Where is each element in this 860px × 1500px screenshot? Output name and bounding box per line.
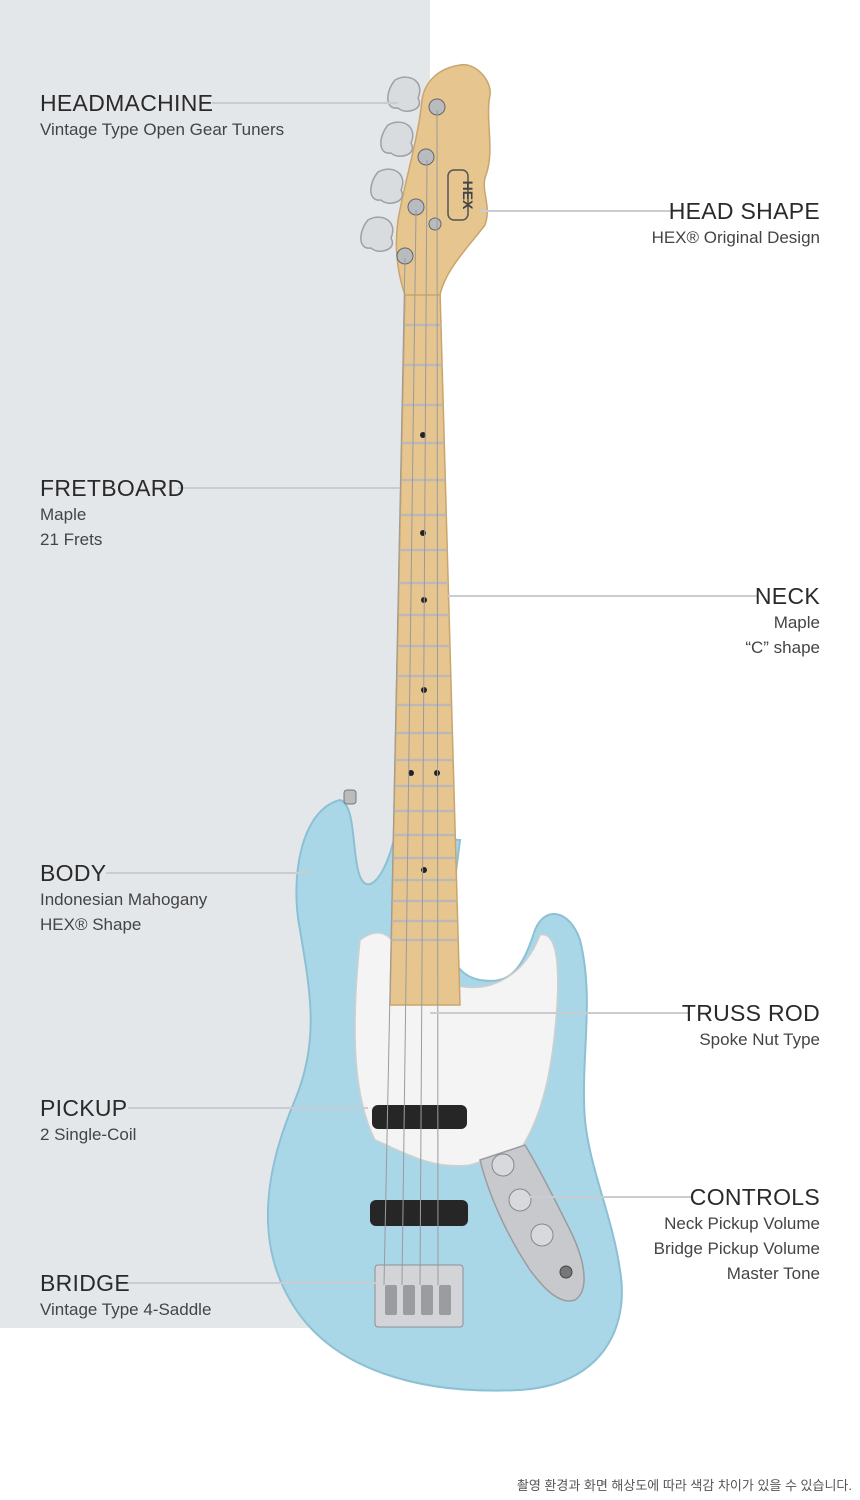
spec-bridge: BRIDGE Vintage Type 4-Saddle bbox=[40, 1269, 211, 1322]
spec-truss-rod: TRUSS ROD Spoke Nut Type bbox=[682, 999, 820, 1052]
spec-detail: Maple bbox=[40, 505, 87, 524]
spec-title: HEAD SHAPE bbox=[668, 198, 820, 224]
leader-line-truss-rod bbox=[430, 1012, 690, 1014]
spec-neck: NECK Maple “C” shape bbox=[745, 582, 820, 660]
leader-line-body bbox=[106, 872, 311, 874]
spec-detail: Neck Pickup Volume bbox=[664, 1214, 820, 1233]
spec-detail: HEX® Shape bbox=[40, 915, 142, 934]
spec-title: NECK bbox=[754, 583, 820, 609]
control-plate bbox=[479, 1144, 585, 1302]
spec-detail: Spoke Nut Type bbox=[699, 1030, 820, 1049]
spec-title: HEADMACHINE bbox=[40, 90, 214, 116]
spec-detail: Bridge Pickup Volume bbox=[653, 1239, 820, 1258]
spec-detail: Maple bbox=[773, 613, 820, 632]
spec-head-shape: HEAD SHAPE HEX® Original Design bbox=[652, 197, 820, 250]
guitar-neck bbox=[389, 289, 461, 1006]
leader-line-headmachine bbox=[212, 102, 398, 104]
neck-pickup bbox=[372, 1105, 467, 1129]
leader-line-pickup bbox=[128, 1107, 368, 1109]
spec-detail: 2 Single-Coil bbox=[40, 1125, 137, 1144]
spec-title: BRIDGE bbox=[40, 1270, 130, 1296]
spec-pickup: PICKUP 2 Single-Coil bbox=[40, 1094, 136, 1147]
leader-line-head-shape bbox=[480, 210, 677, 212]
spec-detail: “C” shape bbox=[745, 638, 820, 657]
spec-detail: Indonesian Mahogany bbox=[40, 890, 208, 909]
spec-title: BODY bbox=[40, 860, 107, 886]
spec-title: CONTROLS bbox=[689, 1184, 820, 1210]
spec-title: FRETBOARD bbox=[40, 475, 185, 501]
spec-title: TRUSS ROD bbox=[681, 1000, 820, 1026]
headstock bbox=[395, 64, 491, 296]
spec-detail: Vintage Type Open Gear Tuners bbox=[40, 120, 285, 139]
leader-line-fretboard bbox=[178, 487, 400, 489]
leader-line-bridge bbox=[126, 1282, 376, 1284]
spec-detail: HEX® Original Design bbox=[651, 228, 820, 247]
spec-detail: 21 Frets bbox=[40, 530, 103, 549]
leader-line-neck bbox=[448, 595, 757, 597]
headstock-logo: HEX bbox=[460, 181, 476, 210]
spec-detail: Master Tone bbox=[726, 1264, 820, 1283]
spec-headmachine: HEADMACHINE Vintage Type Open Gear Tuner… bbox=[40, 89, 284, 142]
spec-controls: CONTROLS Neck Pickup Volume Bridge Picku… bbox=[654, 1183, 820, 1286]
spec-title: PICKUP bbox=[40, 1095, 128, 1121]
spec-detail: Vintage Type 4-Saddle bbox=[40, 1300, 212, 1319]
spec-fretboard: FRETBOARD Maple 21 Frets bbox=[40, 474, 185, 552]
color-disclaimer: 촬영 환경과 화면 해상도에 따라 색감 차이가 있을 수 있습니다. bbox=[516, 1478, 852, 1493]
leader-line-controls bbox=[530, 1196, 692, 1198]
bridge-pickup bbox=[370, 1200, 468, 1226]
control-knobs bbox=[491, 1153, 573, 1279]
spec-body: BODY Indonesian Mahogany HEX® Shape bbox=[40, 859, 207, 937]
